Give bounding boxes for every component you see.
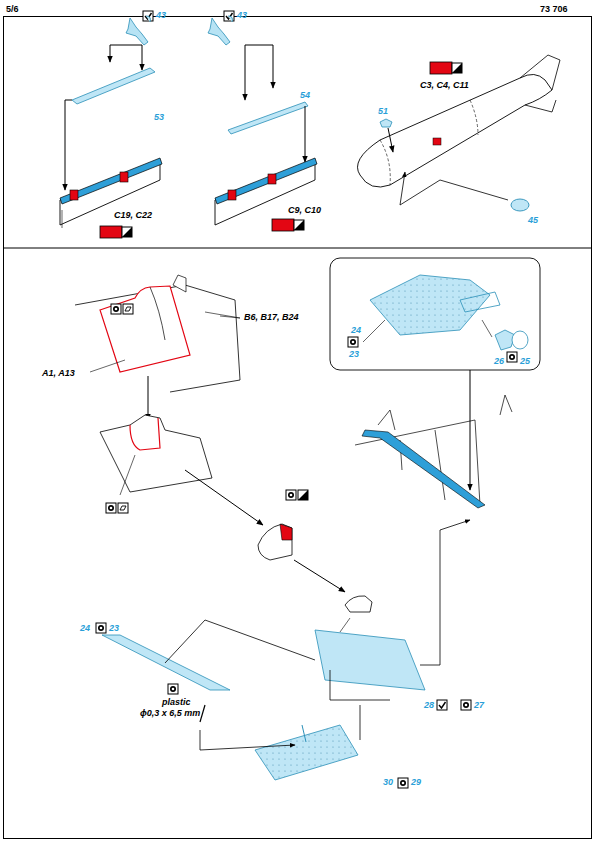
set-number: 73 706 xyxy=(540,4,568,15)
callout-number: 23 xyxy=(109,623,119,634)
callout-number: 25 xyxy=(520,356,530,367)
part-name: A1, A13 xyxy=(42,368,75,379)
part-name: C19, C22 xyxy=(114,210,152,221)
callout-number: 29 xyxy=(411,777,421,788)
callout-number: 23 xyxy=(349,349,359,360)
callout-number: 45 xyxy=(528,215,538,226)
callout-number: 30 xyxy=(383,777,393,788)
callout-number: 51 xyxy=(378,106,388,117)
dimension: ϕ0,3 x 6,5 mm xyxy=(140,708,200,719)
callout-number: 53 xyxy=(154,112,164,123)
callout-number: 43 xyxy=(237,10,247,21)
callout-number: 24 xyxy=(80,623,90,634)
callout-number: 54 xyxy=(300,90,310,101)
callout-number: 26 xyxy=(494,356,504,367)
callout-number: 43 xyxy=(156,10,166,21)
callout-number: 28 xyxy=(424,700,434,711)
page-number: 5/6 xyxy=(6,4,19,15)
part-name: C3, C4, C11 xyxy=(420,80,469,91)
part-name: B6, B17, B24 xyxy=(244,312,299,323)
note: plastic xyxy=(162,697,191,708)
callout-number: 24 xyxy=(351,325,361,336)
part-name: C9, C10 xyxy=(288,205,321,216)
callout-number: 27 xyxy=(474,700,484,711)
